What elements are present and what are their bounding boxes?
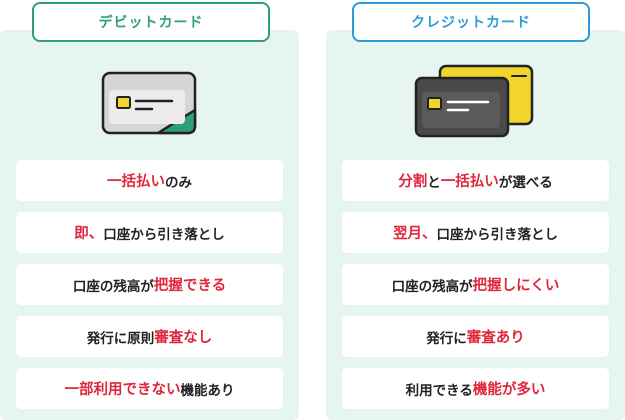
feature-text: が選べる [498, 174, 553, 191]
credit-feature-list: 分割と一括払いが選べる翌月、口座から引き落とし口座の残高が把握しにくい発行に審査… [342, 160, 609, 420]
highlight-text: 一部利用できない [64, 382, 181, 398]
debit-feature-item: 一括払いのみ [16, 160, 283, 201]
credit-feature-item: 分割と一括払いが選べる [342, 160, 609, 201]
highlight-text: 翌月、 [393, 226, 437, 242]
credit-card-heading: クレジットカード [352, 2, 590, 42]
debit-card-title: デビットカード [98, 15, 204, 31]
feature-text: のみ [165, 174, 192, 191]
credit-cards-icon [414, 64, 534, 138]
feature-text: 発行に原則 [86, 330, 155, 347]
feature-text: 利用できる [405, 382, 473, 399]
feature-text: 口座の残高が [391, 278, 473, 295]
highlight-text: 一括払い [107, 174, 165, 190]
debit-feature-item: 即、口座から引き落とし [16, 212, 283, 253]
highlight-text: 把握できる [153, 278, 227, 294]
debit-card-icon [101, 71, 197, 135]
debit-feature-item: 口座の残高が把握できる [16, 264, 283, 305]
highlight-text: 審査あり [466, 330, 525, 346]
feature-text: 機能あり [180, 382, 235, 399]
credit-feature-item: 発行に審査あり [342, 316, 609, 357]
feature-text: と [427, 174, 441, 191]
highlight-text: 即、 [74, 226, 104, 242]
debit-feature-list: 一括払いのみ即、口座から引き落とし口座の残高が把握できる発行に原則審査なし一部利… [16, 160, 283, 420]
highlight-text: 一括払い [440, 174, 499, 190]
credit-feature-item: 翌月、口座から引き落とし [342, 212, 609, 253]
credit-card-title: クレジットカード [411, 15, 531, 31]
credit-feature-item: 利用できる機能が多い [342, 368, 609, 409]
credit-feature-item: 口座の残高が把握しにくい [342, 264, 609, 305]
debit-card-heading: デビットカード [32, 2, 270, 42]
highlight-text: 機能が多い [472, 382, 546, 398]
feature-text: 口座から引き落とし [436, 226, 559, 243]
debit-feature-item: 一部利用できない機能あり [16, 368, 283, 409]
feature-text: 発行に [426, 330, 467, 347]
feature-text: 口座から引き落とし [103, 226, 225, 243]
highlight-text: 把握しにくい [472, 278, 560, 294]
debit-feature-item: 発行に原則審査なし [16, 316, 283, 357]
highlight-text: 分割 [398, 174, 428, 190]
feature-text: 口座の残高が [72, 278, 154, 295]
highlight-text: 審査なし [154, 330, 213, 346]
